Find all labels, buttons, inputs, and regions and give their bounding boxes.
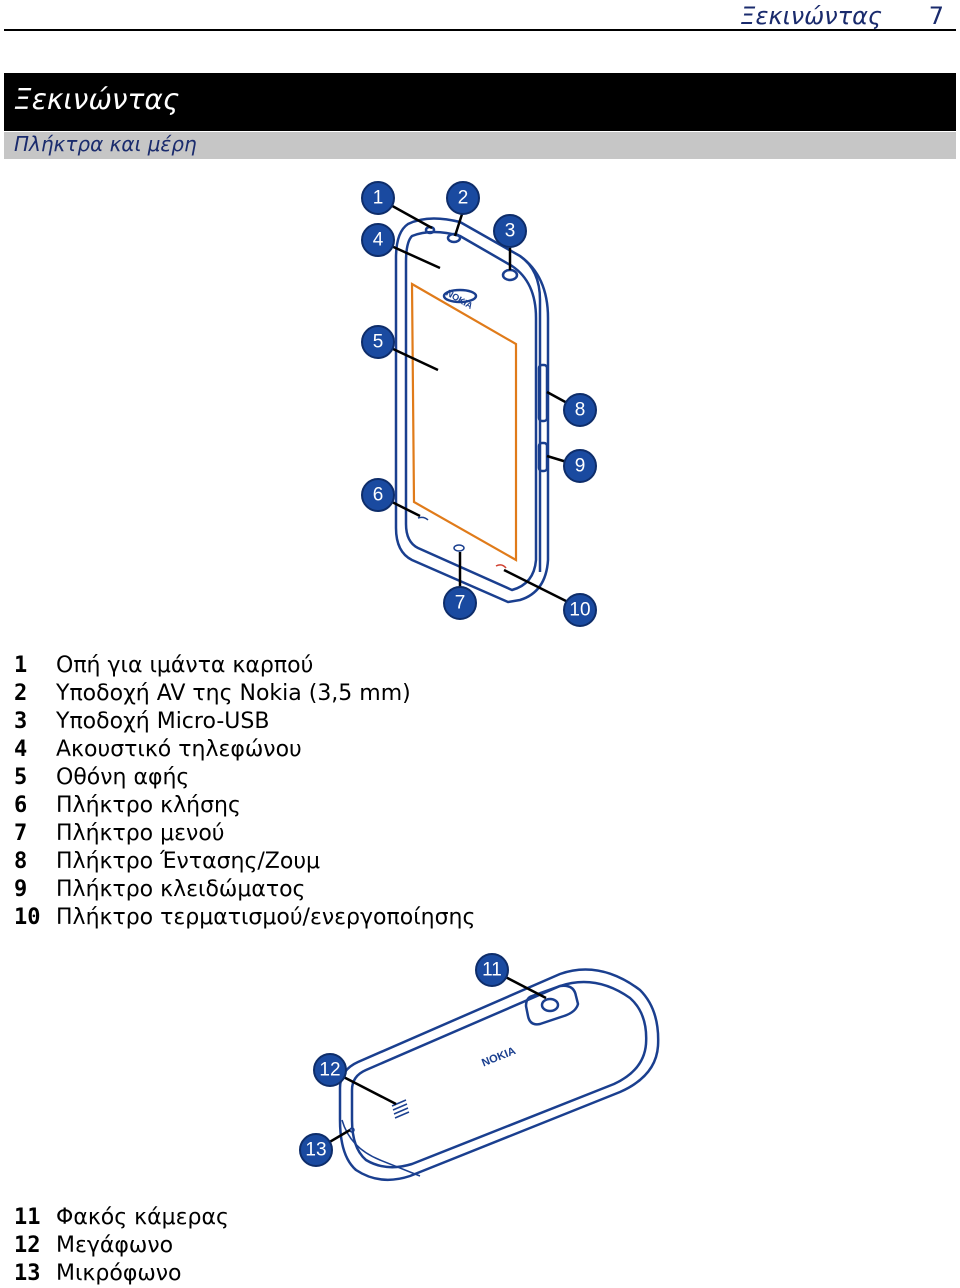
callout-2: 2: [446, 181, 480, 215]
callout-3: 3: [493, 214, 527, 248]
callout-2-label: 2: [458, 188, 469, 209]
callout-1-label: 1: [373, 188, 384, 209]
callout-9: 9: [563, 449, 597, 483]
callout-5-label: 5: [373, 332, 384, 353]
phone-back-illustration: [338, 968, 660, 1182]
callout-7: 7: [443, 586, 477, 620]
callout-8-label: 8: [575, 400, 586, 421]
callout-7-label: 7: [455, 593, 466, 614]
callout-6-label: 6: [373, 485, 384, 506]
callout-3-label: 3: [505, 221, 516, 242]
callout-12-label: 12: [319, 1060, 340, 1081]
callout-11-label: 11: [482, 960, 502, 981]
callout-6: 6: [361, 478, 395, 512]
page-number: 7: [928, 2, 944, 30]
section-title: Πλήκτρα και μέρη: [14, 132, 197, 156]
callout-4-label: 4: [373, 230, 384, 251]
callout-11: 11: [475, 953, 509, 987]
callout-9-label: 9: [575, 456, 586, 477]
back-brand-logo: NOKIA: [480, 1045, 517, 1069]
callout-1: 1: [361, 181, 395, 215]
chapter-title: Ξεκινώντας: [14, 83, 180, 116]
callout-12: 12: [313, 1053, 347, 1087]
chapter-bar: Ξεκινώντας: [4, 73, 956, 131]
section-bar: Πλήκτρα και μέρη: [4, 132, 956, 159]
callout-13: 13: [299, 1133, 333, 1167]
callout-5: 5: [361, 325, 395, 359]
callout-13-label: 13: [305, 1140, 326, 1161]
running-title: Ξεκινώντας: [740, 2, 882, 30]
header-rule: [4, 29, 956, 31]
callout-10: 10: [563, 593, 597, 627]
callout-8: 8: [563, 393, 597, 427]
callout-10-label: 10: [569, 600, 590, 621]
callout-4: 4: [361, 223, 395, 257]
running-header: Ξεκινώντας 7: [0, 0, 960, 30]
